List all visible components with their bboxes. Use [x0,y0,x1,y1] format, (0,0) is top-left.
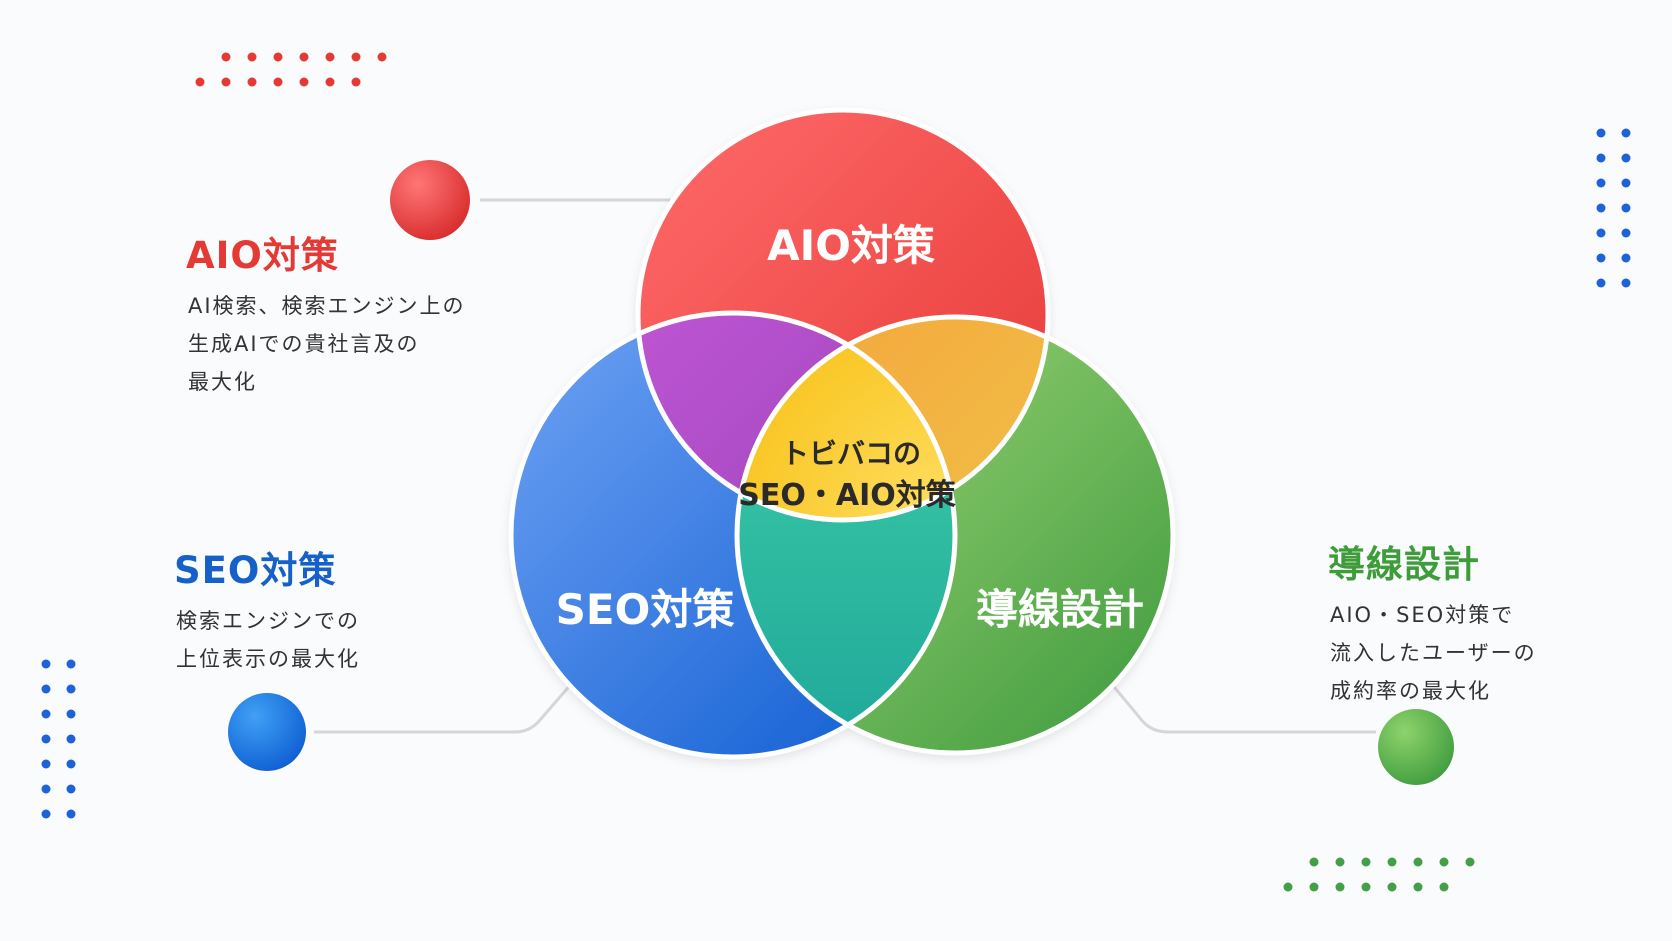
aio-desc-line: 最大化 [188,370,257,394]
decor-dots-blue-right [1596,128,1631,288]
connector-seo [314,659,594,734]
decor-dots-red [195,52,387,87]
seo-marker-dot [228,693,306,771]
aio-desc-line: 生成AIでの貴社言及の [188,332,420,356]
overlap-center [737,317,955,520]
flow-desc-line: 成約率の最大化 [1330,679,1491,703]
center-label-line1: トビバコの [781,437,921,470]
decor-dots-green [1283,857,1475,892]
seo-callout-description: 検索エンジンでの 上位表示の最大化 [176,602,360,678]
center-label-line2: SEO・AIO対策 [738,478,956,513]
seo-desc-line: 検索エンジンでの [176,609,360,633]
circle-flow-label: 導線設計 [976,585,1144,634]
flow-marker-dot [1378,709,1454,785]
decor-dots-blue-left [41,659,76,819]
flow-desc-line: 流入したユーザーの [1330,641,1537,665]
flow-callout-title: 導線設計 [1328,543,1480,586]
flow-desc-line: AIO・SEO対策で [1330,603,1515,627]
aio-desc-line: AI検索、検索エンジン上の [188,294,466,318]
seo-desc-line: 上位表示の最大化 [176,647,360,671]
aio-callout-title: AIO対策 [186,234,339,277]
circle-seo-label: SEO対策 [556,585,735,634]
circle-aio-label: AIO対策 [767,221,935,270]
flow-callout-description: AIO・SEO対策で 流入したユーザーの 成約率の最大化 [1330,596,1537,710]
connector-flow [1083,651,1376,734]
aio-marker-dot [390,160,470,240]
seo-callout-title: SEO対策 [174,549,337,592]
aio-callout-description: AI検索、検索エンジン上の 生成AIでの貴社言及の 最大化 [188,287,466,401]
